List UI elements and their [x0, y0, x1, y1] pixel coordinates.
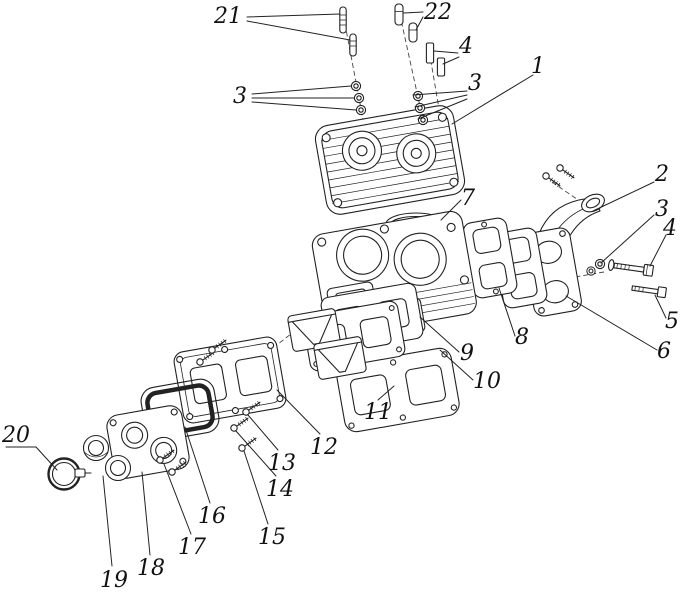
manifold-screws	[540, 162, 577, 189]
callout-1: 1	[531, 54, 545, 79]
manifold-bolt-long	[607, 259, 654, 277]
callout-13: 13	[268, 451, 296, 476]
callout-4-right: 4	[663, 216, 677, 241]
stud-sleeves	[425, 42, 446, 77]
callout-18: 18	[137, 556, 165, 581]
callout-20: 20	[2, 423, 30, 448]
callout-7: 7	[461, 186, 475, 211]
callout-6: 6	[657, 339, 671, 364]
leader-lines	[5, 11, 667, 567]
callout-5: 5	[665, 309, 679, 334]
intake-adapter-plate	[173, 336, 287, 424]
callout-16: 16	[198, 504, 226, 529]
callout-14: 14	[266, 477, 294, 502]
callout-3-right: 3	[655, 197, 669, 222]
reed-valve-rear	[287, 308, 341, 352]
cylinder-head	[314, 105, 466, 215]
cap-nuts	[394, 3, 418, 43]
callout-12: 12	[310, 435, 338, 460]
callout-9: 9	[460, 341, 474, 366]
reed-valve-front	[313, 336, 367, 380]
callout-22: 22	[424, 0, 452, 25]
head-studs	[339, 6, 357, 57]
callout-4-top: 4	[459, 34, 473, 59]
callout-19: 19	[100, 568, 128, 593]
callout-3-upper-left: 3	[233, 84, 247, 109]
manifold-bolt-short	[631, 285, 667, 299]
callout-11: 11	[364, 400, 392, 425]
callout-17: 17	[178, 535, 206, 560]
callout-10: 10	[473, 369, 501, 394]
callout-15: 15	[258, 525, 286, 550]
callout-3-upper-right: 3	[468, 71, 482, 96]
callout-2: 2	[655, 162, 669, 187]
clamp-ring	[47, 457, 92, 491]
callout-8: 8	[515, 325, 529, 350]
callout-21: 21	[214, 4, 242, 29]
rubber-sleeves	[82, 434, 132, 482]
